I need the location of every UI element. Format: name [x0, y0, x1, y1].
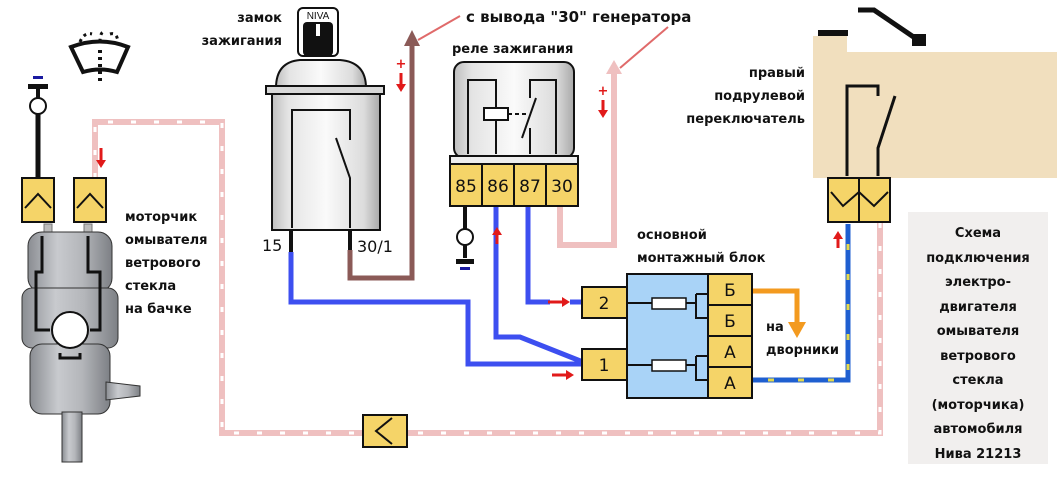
fuse-block-label: монтажный блок	[637, 251, 766, 266]
fuse-block-label: основной	[637, 228, 707, 243]
fuse-output-pin-a: А	[724, 374, 736, 394]
blue-yellow-wire	[738, 224, 851, 383]
to-wipers-label: на	[766, 320, 784, 335]
ignition-lock: NIVA	[265, 7, 385, 252]
generator-source-label: с вывода "30" генератора	[466, 8, 691, 26]
current-arrow-head	[833, 231, 843, 239]
pink-wire-loop	[92, 119, 883, 436]
inline-connector	[362, 414, 408, 448]
caption-line: автомобиля	[933, 422, 1023, 437]
right-stalk-switch	[813, 7, 1057, 223]
diagram-caption: Схема подключения электро- двигателя омы…	[908, 212, 1048, 467]
relay-pin-85: 85	[455, 177, 477, 197]
diagram-caption-box: Схема подключения электро- двигателя омы…	[908, 212, 1048, 464]
motor-connector-power	[73, 177, 107, 223]
blue-wire-15	[288, 252, 588, 367]
current-arrow-head	[598, 110, 608, 118]
fuse-input-pin-2: 2	[599, 294, 610, 314]
minus-sign	[33, 76, 43, 79]
fuse-output-pin-b: Б	[724, 312, 736, 332]
minus-sign	[460, 267, 470, 270]
current-arrow-head	[562, 297, 570, 307]
washer-motor	[21, 223, 141, 463]
washer-motor-label-line: моторчик	[125, 210, 197, 225]
caption-line: подключения	[926, 250, 1030, 266]
current-arrow-head	[396, 84, 406, 92]
washer-motor-label-line: на бачке	[125, 302, 192, 317]
current-arrow-head	[96, 160, 106, 168]
washer-motor-label-line: ветрового	[125, 256, 201, 271]
to-wipers-label: дворники	[766, 343, 839, 358]
washer-motor-label-line: омывателя	[125, 233, 208, 248]
windshield-washer-icon	[68, 30, 131, 84]
caption-line: электро-	[944, 275, 1012, 290]
ground-symbol-motor	[28, 76, 48, 178]
caption-line: стекла	[952, 373, 1004, 388]
ignition-relay-label: реле зажигания	[452, 42, 573, 57]
caption-line: омывателя	[936, 324, 1020, 339]
blue-wire-86	[493, 206, 589, 367]
stalk-switch-label: подрулевой	[714, 89, 805, 104]
fuse-output-pin-b: Б	[724, 281, 736, 301]
ground-symbol-relay	[456, 206, 474, 270]
caption-line: Нива 21213	[934, 446, 1022, 462]
plus-sign: +	[598, 84, 609, 99]
ignition-relay	[449, 61, 579, 207]
relay-pin-86: 86	[487, 177, 509, 197]
lock-pin-15-label: 15	[262, 236, 282, 255]
current-arrow-head	[566, 370, 574, 380]
brown-wire-30-1	[347, 30, 420, 281]
caption-line: ветрового	[940, 348, 1016, 364]
relay-pin-87: 87	[519, 177, 541, 197]
ignition-lock-label: зажигания	[202, 34, 282, 49]
relay-pin-30: 30	[551, 177, 573, 197]
current-arrow-head	[492, 227, 502, 235]
lock-pin-30-1-label: 30/1	[357, 237, 393, 256]
pointer-line	[417, 15, 461, 41]
fuse-block-input-1	[581, 348, 628, 381]
motor-connector-ground	[21, 177, 55, 223]
caption-line: двигателя	[939, 299, 1017, 315]
washer-motor-label: моторчик омывателя ветрового стекла на б…	[125, 210, 208, 317]
fuse-output-pin-a: А	[724, 343, 736, 363]
caption-line: (моторчика)	[931, 397, 1025, 413]
fuse-input-pin-1: 1	[599, 356, 610, 376]
ignition-brand-label: NIVA	[307, 11, 330, 22]
pink-wire-relay-30	[557, 60, 622, 248]
orange-wire-wipers	[750, 288, 806, 338]
caption-line: Схема	[954, 226, 1002, 241]
ignition-lock-label: замок	[237, 11, 282, 26]
washer-motor-label-line: стекла	[125, 279, 176, 294]
plus-sign: +	[396, 57, 407, 72]
pointer-line	[619, 26, 669, 69]
fuse-block-input-2	[581, 286, 628, 319]
stalk-switch-label: правый	[749, 66, 805, 81]
stalk-switch-label: переключатель	[686, 112, 805, 127]
main-fuse-block	[626, 273, 753, 399]
